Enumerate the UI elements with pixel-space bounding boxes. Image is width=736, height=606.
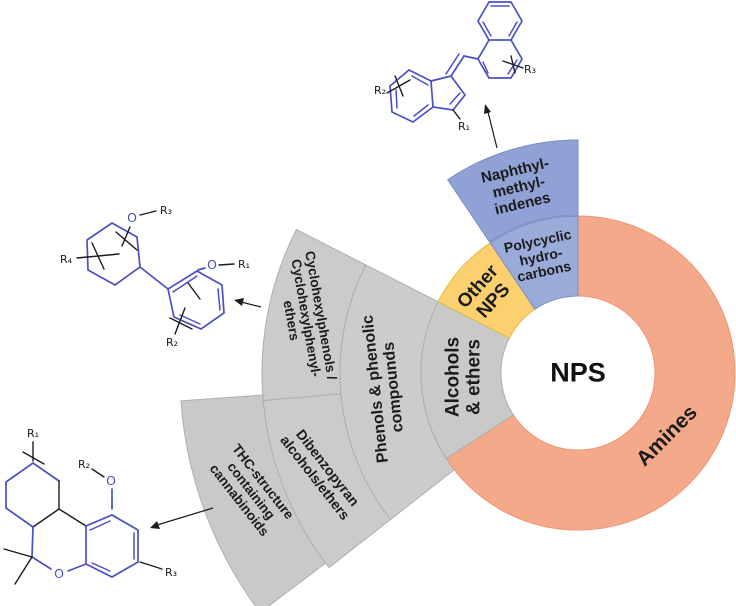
r1-label: R₁ [27, 427, 39, 440]
pyran-o: O [54, 566, 64, 581]
center-nps-label: NPS [550, 357, 606, 388]
phenolic-o: O [106, 473, 116, 488]
sunburst-wedges [180, 139, 736, 606]
ether-o-top: O [127, 210, 137, 225]
wedge-polycyclic-hydrocarbons [489, 215, 579, 310]
structure-naphthylmethylindene: R₃ R₂ R₁ [374, 1, 536, 133]
arrow-to-cyclohexylphenol [234, 298, 262, 308]
structure-thc-cannabinoid: R₁ O O R₂ R₃ [3, 427, 177, 585]
r3-label: R₃ [160, 204, 172, 217]
r2-label: R₂ [78, 458, 90, 471]
wedge-amines [445, 215, 736, 531]
wedge-naphthylmethylindenes [447, 139, 579, 243]
r3-label: R₃ [165, 566, 177, 579]
r4-label: R₄ [60, 253, 73, 266]
ether-o-right: O [207, 257, 217, 272]
r3-label: R₃ [524, 63, 536, 76]
arrow-to-thc-structure [150, 507, 214, 529]
r1-label: R₁ [238, 258, 250, 271]
r2-label: R₂ [166, 336, 178, 349]
r1-label: R₁ [458, 120, 470, 133]
arrow-to-naphthylmethylindene [484, 104, 498, 149]
structure-cyclohexylphenol: O R₃ R₄ O R₁ R₂ [60, 204, 250, 349]
r2-label: R₂ [374, 84, 386, 97]
